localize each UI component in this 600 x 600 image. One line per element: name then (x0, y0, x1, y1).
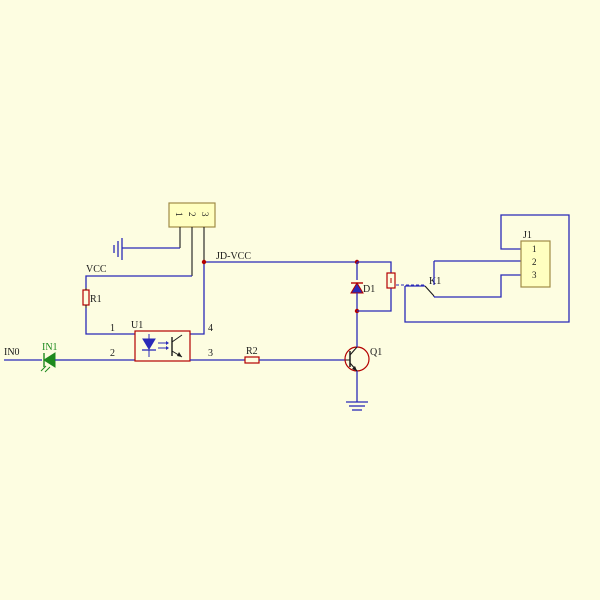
transistor-q1: Q1 (344, 346, 382, 372)
j1-pin1-label: 1 (532, 244, 537, 254)
jd-vcc-net: JD-VCC (190, 251, 360, 335)
jd-vcc-junction (201, 259, 207, 265)
j1-pin2-label: 2 (532, 257, 537, 267)
optocoupler-u1: U1 1 2 3 4 (110, 320, 213, 362)
u1-pin2-label: 2 (110, 348, 115, 359)
r1-to-opto-pin1 (85, 308, 135, 335)
d1-label: D1 (363, 284, 375, 295)
r2-label: R2 (246, 346, 258, 357)
jumper-pin-2-label: 2 (187, 212, 197, 217)
u1-label: U1 (131, 320, 143, 331)
led-in1: IN1 (40, 342, 70, 373)
vcc-label: VCC (86, 264, 107, 275)
in1-label: IN1 (42, 342, 58, 353)
j1-body (520, 240, 551, 288)
ground-symbol-q1 (346, 371, 368, 411)
resistor-r2: R2 (244, 346, 260, 364)
relay-k1: K1 (386, 261, 441, 297)
jumper-pin-3-label: 3 (200, 212, 210, 217)
j1-pin3-label: 3 (532, 270, 537, 280)
ground-symbol-jumper (113, 238, 180, 260)
u1-body (134, 330, 191, 362)
u1-pin3-label: 3 (208, 348, 213, 359)
coil-top-wire (357, 261, 392, 273)
diode-d1: D1 (350, 262, 375, 311)
u1-pin1-label: 1 (110, 323, 115, 334)
input-in0: IN0 (4, 347, 42, 361)
relay-common-loop (404, 214, 570, 323)
vcc-net: VCC (85, 264, 192, 288)
led-body (43, 352, 56, 368)
relay-nc-to-j1-pin3 (434, 274, 521, 298)
coil-bottom-wire (357, 288, 392, 312)
jd-vcc-label: JD-VCC (216, 251, 251, 262)
r1-label: R1 (90, 294, 102, 305)
j1-label: J1 (523, 230, 532, 241)
jumper-pin-1-label: 1 (174, 212, 184, 217)
relay-coil (386, 272, 396, 289)
q1-label: Q1 (370, 347, 382, 358)
connector-j1: J1 1 2 3 (520, 230, 551, 288)
q1-body (344, 346, 370, 372)
k1-label: K1 (429, 276, 441, 287)
in0-label: IN0 (4, 347, 20, 358)
jumper-header: 1 2 3 (168, 202, 216, 276)
u1-pin4-label: 4 (208, 323, 213, 334)
resistor-r1: R1 (82, 288, 102, 308)
